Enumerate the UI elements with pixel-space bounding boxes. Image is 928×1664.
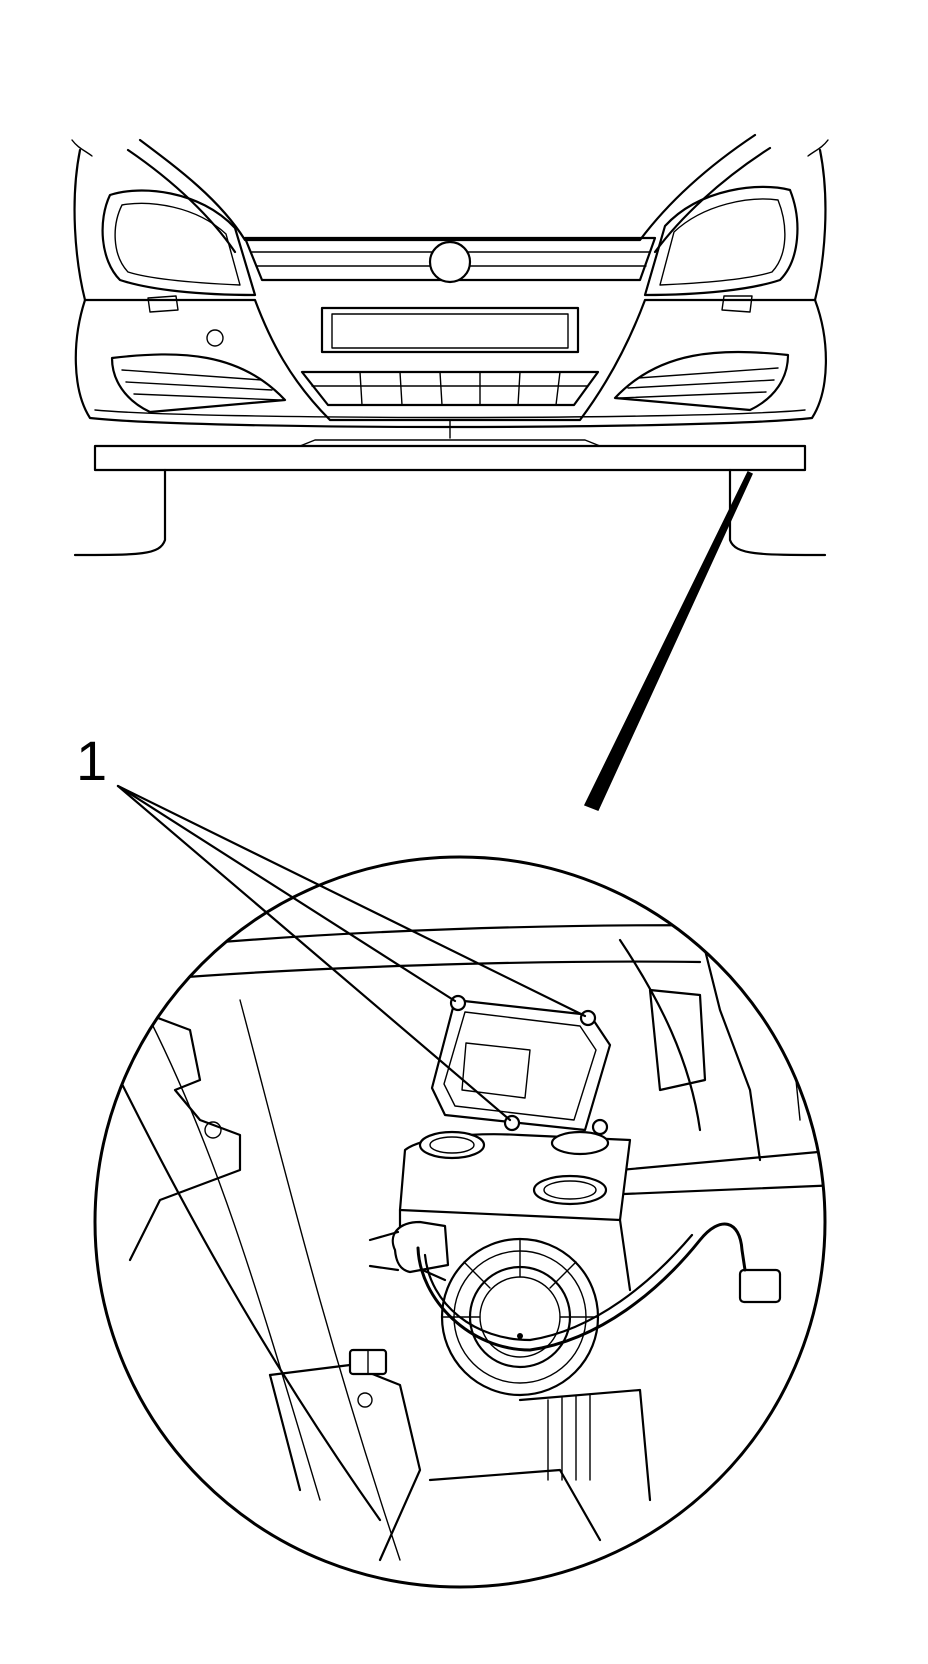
wheel-right (728, 468, 827, 557)
mounting-screw (449, 994, 467, 1012)
module-label-plate (461, 1042, 531, 1099)
lower-grille (300, 370, 600, 407)
callout-1: 1 (76, 729, 587, 1122)
leader-line (116, 784, 587, 1018)
detail-view (93, 855, 827, 1589)
callout-number-label: 1 (76, 729, 107, 792)
underbody-panel (93, 444, 807, 472)
detail-circle-border (93, 855, 827, 1589)
bulb-holder (391, 1220, 450, 1274)
mounting-screw (579, 1009, 597, 1027)
lower-bracket (268, 1363, 422, 1562)
car-front-view (71, 133, 829, 557)
wheel-left (73, 468, 167, 557)
hood-outline (138, 133, 757, 242)
connector-right (738, 1268, 782, 1304)
fog-grille-left (110, 353, 287, 414)
license-plate-recess (320, 306, 580, 354)
headlight-left (101, 189, 257, 297)
mounting-screw (591, 1118, 609, 1136)
leader-line (116, 784, 457, 1003)
leader-line (116, 784, 512, 1122)
wiring-harness (416, 1222, 747, 1352)
mounting-bracket-left (108, 998, 242, 1262)
front-bumper (74, 298, 827, 429)
brand-emblem (428, 240, 472, 284)
parking-sensor (206, 329, 224, 347)
fog-grille-right (613, 350, 790, 412)
headlight-right (643, 185, 799, 297)
detail-leader-wedge (583, 470, 753, 811)
